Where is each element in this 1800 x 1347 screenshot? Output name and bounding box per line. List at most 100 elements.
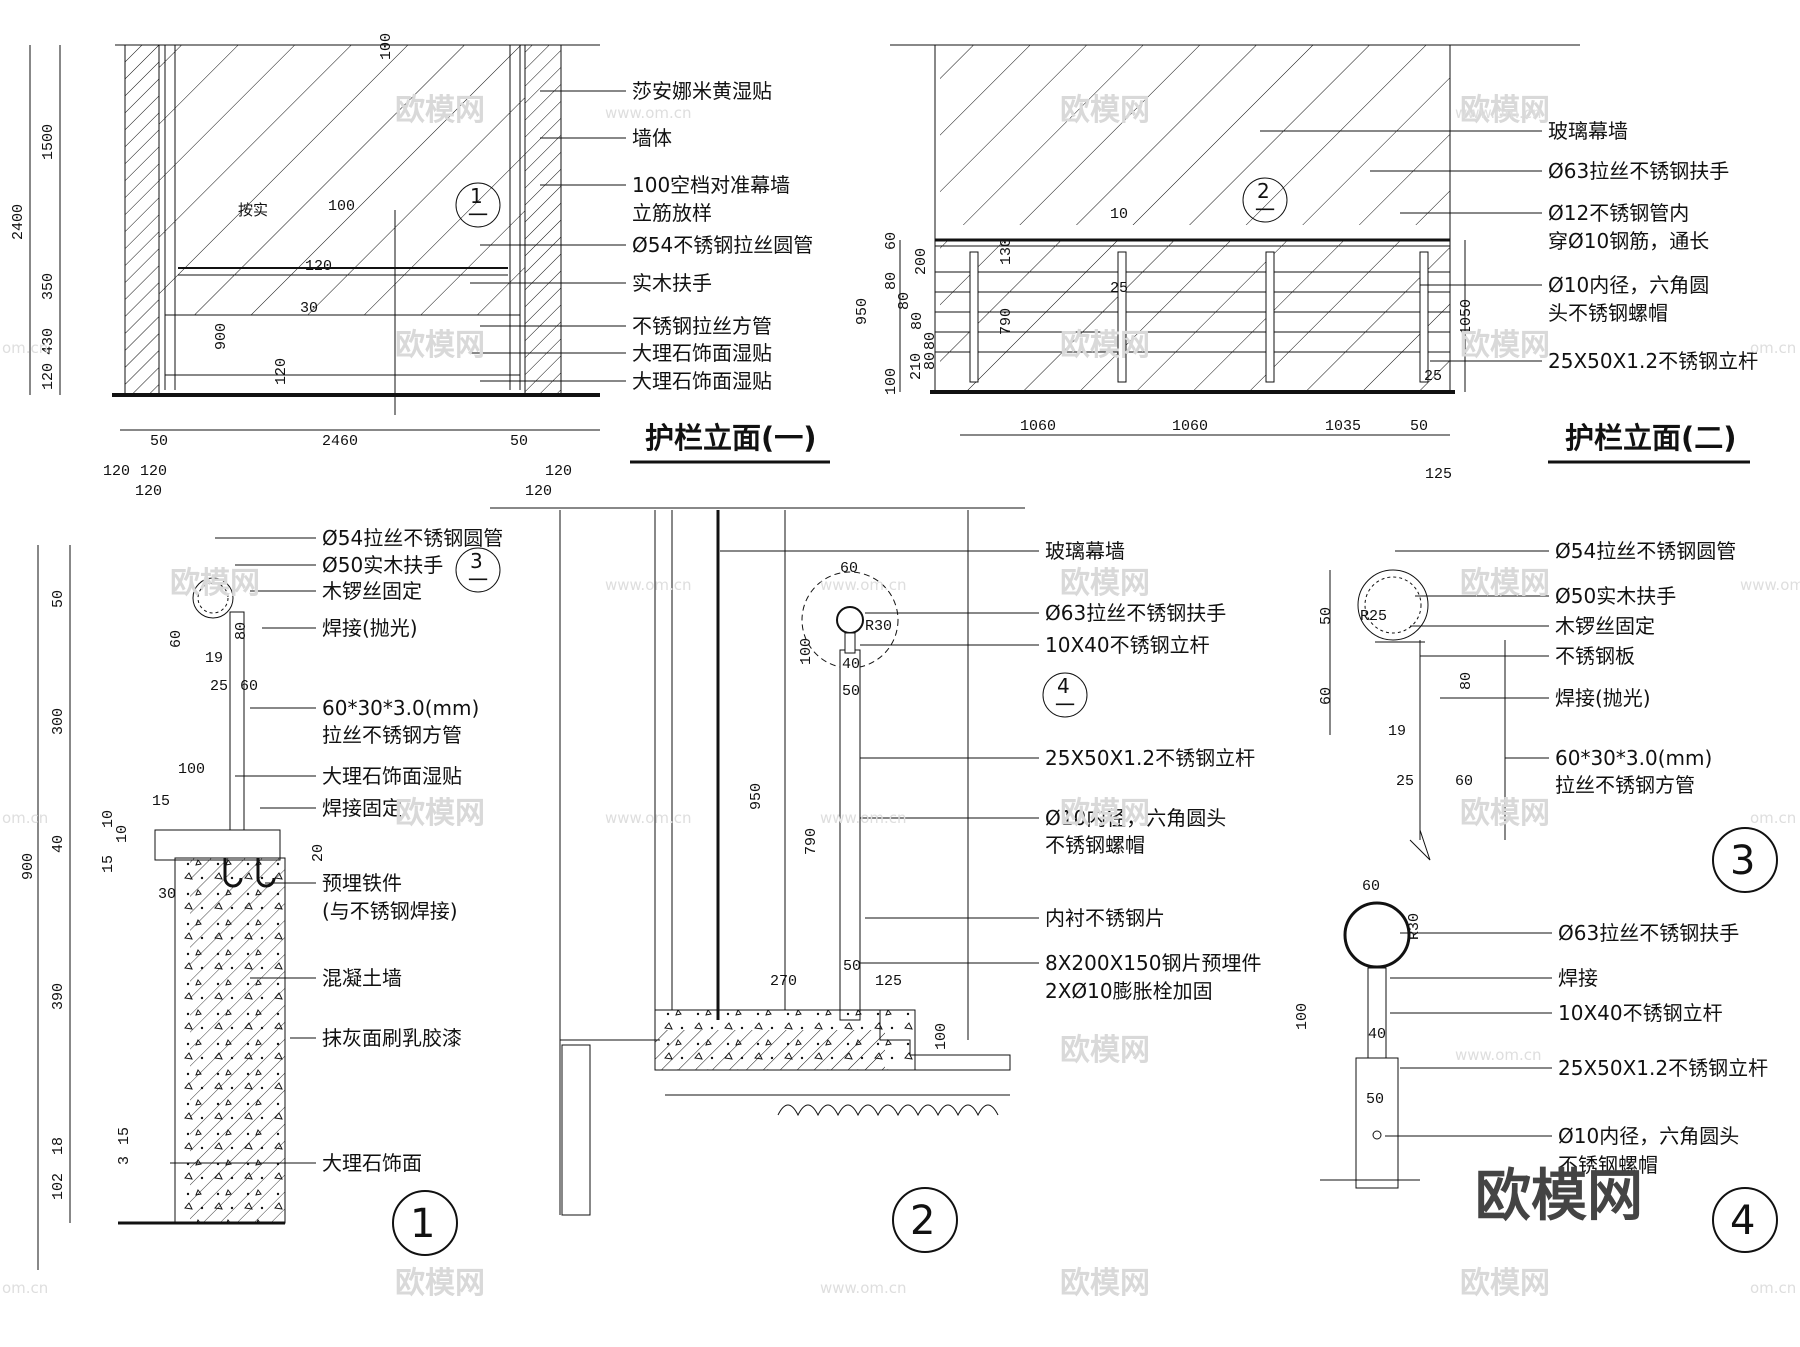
sec1-label-7: 焊接固定 — [322, 796, 402, 820]
watermark-11: 欧模网 — [1460, 796, 1550, 831]
det3-dim-2: 80 — [1458, 672, 1475, 690]
sec1-label-10: 混凝土墙 — [322, 966, 402, 990]
watermark-3: 欧模网 — [395, 328, 485, 363]
det4-dim-1: R30 — [1406, 913, 1423, 940]
sec1-dim-19: 3 — [116, 1156, 133, 1165]
elev2-dim-9: 130 — [998, 238, 1015, 265]
sec2-dim-1: R30 — [865, 618, 892, 635]
detail-3: Ø54拉丝不锈钢圆管Ø50实木扶手木锣丝固定不锈钢板焊接(抛光)60*30*3.… — [1318, 539, 1778, 893]
elev2-hdim-3: 50 — [1410, 418, 1428, 435]
watermark-13: 欧模网 — [395, 1266, 485, 1301]
sec2-label-3: 25X50X1.2不锈钢立杆 — [1045, 746, 1255, 770]
elev2-dim-13: 210 — [908, 353, 925, 380]
elev2-hdim-1: 1060 — [1172, 418, 1208, 435]
elev2-dim-2: 80 — [883, 272, 900, 290]
sec1-dim-14: 30 — [158, 886, 176, 903]
callout-sub-4: 一 — [1055, 693, 1075, 717]
det4-dim-3: 40 — [1368, 1026, 1386, 1043]
elev1-dim-6: 900 — [213, 323, 230, 350]
elev2-hdim-0: 1060 — [1020, 418, 1056, 435]
elev2-title: 护栏立面(二) — [1565, 421, 1737, 455]
callout-num-3: 3 — [470, 549, 483, 573]
watermark-0: 欧模网 — [395, 93, 485, 128]
sec1-dim-11: 40 — [50, 835, 67, 853]
elev1-hdim-5: 120 — [135, 483, 162, 500]
det3-label-1: Ø50实木扶手 — [1555, 584, 1676, 608]
det4-label-1: 焊接 — [1558, 966, 1598, 990]
elev2-dim-1: 200 — [913, 248, 930, 275]
sec1-callout: 3 一 — [455, 547, 501, 593]
elev1-label-6: 不锈钢拉丝方管 — [632, 314, 772, 338]
sec1-label-2: 木锣丝固定 — [322, 579, 422, 603]
section-2: 玻璃幕墙Ø63拉丝不锈钢扶手10X40不锈钢立杆25X50X1.2不锈钢立杆Ø1… — [490, 507, 1261, 1253]
det3-dim-3: 60 — [1318, 687, 1335, 705]
sec1-label-4: 60*30*3.0(mm) — [322, 696, 479, 720]
watermark-short-5: om.cn — [1750, 1279, 1796, 1297]
sec2-label-4: Ø10内径，六角圆头 — [1045, 806, 1226, 830]
elev2-hdim-4: 125 — [1425, 466, 1452, 483]
elev1-dim-7: 120 — [273, 358, 290, 385]
sec1-dim-17: 18 — [50, 1137, 67, 1155]
elev1-dim-2: 350 — [40, 273, 57, 300]
sec1-dim-8: 15 — [152, 793, 170, 810]
det4-label-2: 10X40不锈钢立杆 — [1558, 1001, 1723, 1025]
elev1-hdim-10: 120 — [140, 463, 167, 480]
watermark-7: 欧模网 — [1060, 566, 1150, 601]
det3-label-3: 不锈钢板 — [1555, 644, 1635, 668]
elev1-callout: 1 一 — [455, 182, 501, 228]
sec2-dim-7: 50 — [843, 958, 861, 975]
det4-label-3: 25X50X1.2不锈钢立杆 — [1558, 1056, 1768, 1080]
sec1-label-1: Ø50实木扶手 — [322, 553, 443, 577]
det3-dim-6: 60 — [1455, 773, 1473, 790]
elev1-label-3: 立筋放样 — [632, 201, 712, 225]
sec1-dim-18: 15 — [116, 1127, 133, 1145]
sec2-label-0: 玻璃幕墙 — [1045, 539, 1125, 563]
watermark-url-7: www.om.cn — [1455, 1046, 1542, 1064]
sec1-dim-1: 60 — [168, 630, 185, 648]
watermark-2: 欧模网 — [1460, 93, 1550, 128]
sec2-dim-3: 40 — [842, 656, 860, 673]
elev2-label-0: 玻璃幕墙 — [1548, 119, 1628, 143]
elev2-dim-4: 80 — [909, 312, 926, 330]
elev2-dim-3: 80 — [896, 292, 913, 310]
det4-label-5: 不锈钢螺帽 — [1558, 1153, 1658, 1177]
watermark-4: 欧模网 — [1060, 328, 1150, 363]
watermark-url-3: www.om.cn — [820, 576, 907, 594]
elev1-hdim-1: 50 — [150, 433, 168, 450]
elev2-dim-7: 950 — [854, 298, 871, 325]
sec1-label-6: 大理石饰面湿贴 — [322, 764, 462, 788]
sec2-dim-9: 125 — [875, 973, 902, 990]
elev2-dim-6: 80 — [922, 352, 939, 370]
watermark-short-3: om.cn — [1750, 339, 1796, 357]
elev1-hdim-9: 120 — [305, 258, 332, 275]
elev1-dim-8: 30 — [300, 300, 318, 317]
det4-label-4: Ø10内径，六角圆头 — [1558, 1124, 1739, 1148]
section-1: Ø54拉丝不锈钢圆管Ø50实木扶手木锣丝固定焊接(抛光)60*30*3.0(mm… — [20, 526, 503, 1270]
elev2-hdim-5: 10 — [1110, 206, 1128, 223]
elev1-hdim-4: 120 — [545, 463, 572, 480]
watermark-url-4: www.om.cn — [1740, 576, 1800, 594]
watermarks: 欧模网欧模网欧模网欧模网欧模网欧模网欧模网欧模网欧模网欧模网欧模网欧模网欧模网欧… — [2, 93, 1800, 1301]
elev2-dim-8: 100 — [883, 368, 900, 395]
sec1-dim-20: 102 — [50, 1173, 67, 1200]
sec1-label-8: 预埋铁件 — [322, 871, 402, 895]
elev2-hdim-6: 25 — [1110, 280, 1128, 297]
elev2-label-6: 25X50X1.2不锈钢立杆 — [1548, 349, 1758, 373]
elev2-dim-10: 790 — [998, 308, 1015, 335]
elev2-label-4: Ø10内径，六角圆 — [1548, 273, 1709, 297]
sec1-label-3: 焊接(抛光) — [322, 616, 418, 640]
elev2-label-1: Ø63拉丝不锈钢扶手 — [1548, 159, 1729, 183]
watermark-10: 欧模网 — [1060, 796, 1150, 831]
sec2-dim-6: 790 — [803, 828, 820, 855]
sec2-dim-2: 100 — [798, 638, 815, 665]
det3-label-5: 60*30*3.0(mm) — [1555, 746, 1712, 770]
detail-number-3: 3 — [1730, 838, 1755, 884]
watermark-url-8: www.om.cn — [820, 1279, 907, 1297]
watermark-5: 欧模网 — [1460, 328, 1550, 363]
sec2-callout: 4 一 — [1042, 672, 1088, 718]
sec2-dim-4: 50 — [842, 683, 860, 700]
